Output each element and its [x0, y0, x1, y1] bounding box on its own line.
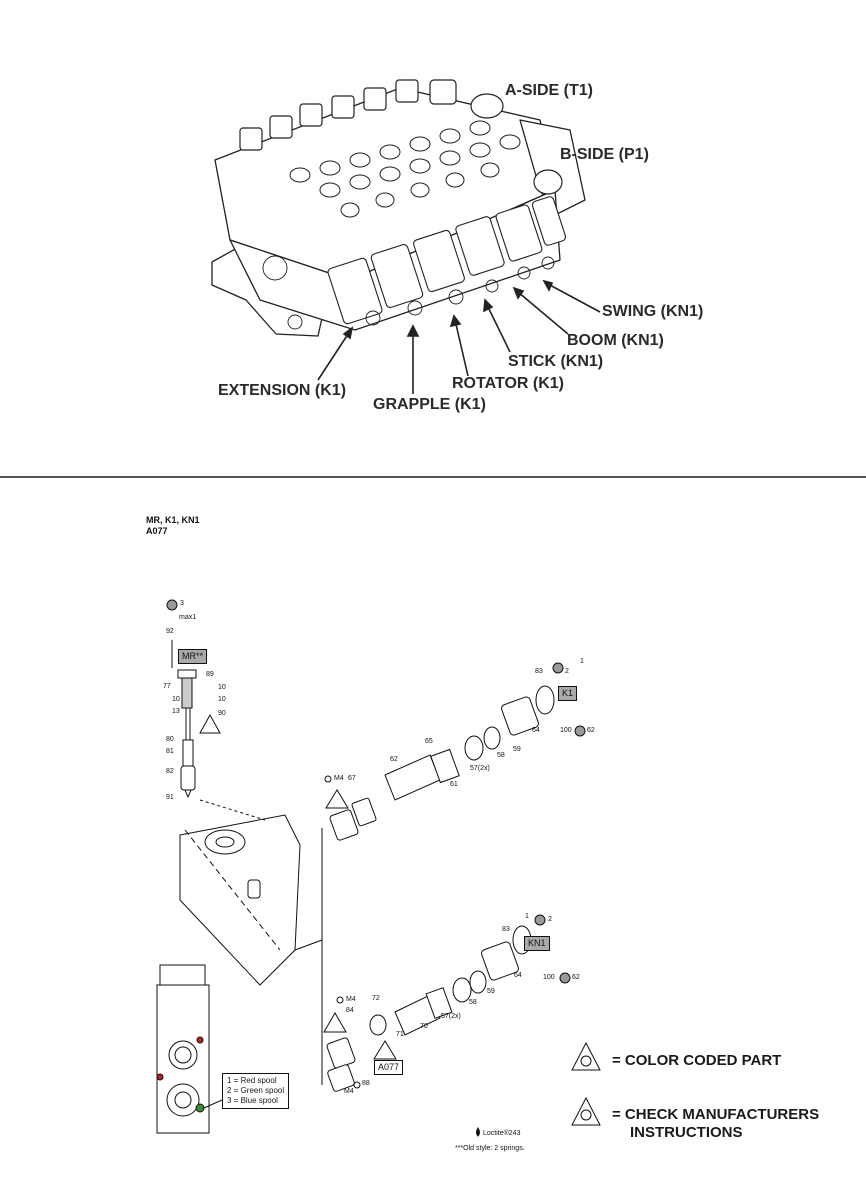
- part-1-upper: 1: [580, 658, 584, 665]
- part-59-upper: 59: [513, 746, 521, 753]
- header-line2: A077: [146, 526, 168, 536]
- part-2-lower: 2: [548, 916, 552, 923]
- relief-cartridge: [269, 115, 293, 139]
- part-61: 61: [450, 781, 458, 788]
- legend-check-line1: = CHECK MANUFACTURERS: [612, 1106, 820, 1123]
- relief-cartridge: [299, 103, 323, 127]
- label-boom: BOOM (KN1): [567, 332, 664, 349]
- part-10a: 10: [218, 684, 226, 691]
- part-81: 81: [166, 748, 174, 755]
- part-59-lower: 59: [487, 988, 495, 995]
- part-89: 89: [206, 671, 214, 678]
- part-100-upper: 100: [560, 727, 572, 734]
- part-2-upper: 2: [565, 668, 569, 675]
- valve-block-drawing: [211, 79, 601, 394]
- relief-cartridge: [239, 127, 263, 151]
- old-style-note: ***Old style: 2 springs.: [455, 1145, 525, 1152]
- label-stick: STICK (KN1): [508, 353, 604, 370]
- part-83-lower: 83: [502, 926, 510, 933]
- part-10c: 10: [218, 696, 226, 703]
- mr-box: MR**: [178, 649, 208, 664]
- label-b-side: B-SIDE (P1): [560, 146, 649, 163]
- spool-key-red: 1 = Red spool: [227, 1076, 277, 1085]
- part-57-upper: 57(2x): [470, 765, 490, 772]
- header-line1: MR, K1, KN1: [146, 515, 200, 525]
- part-58-lower: 58: [469, 999, 477, 1006]
- k1-box: K1: [558, 686, 578, 701]
- part-1-lower: 1: [525, 913, 529, 920]
- section-divider: [0, 476, 866, 478]
- part-82: 82: [166, 768, 174, 775]
- legend-check-manufacturers: = CHECK MANUFACTURERS INSTRUCTIONS: [612, 1106, 819, 1142]
- relief-cartridge: [331, 95, 355, 119]
- loctite-note: Loctite®243: [483, 1130, 521, 1137]
- part-77: 77: [163, 683, 171, 690]
- kn1-box: KN1: [524, 936, 550, 951]
- part-m4-mid: M4: [346, 996, 356, 1003]
- part-88: 88: [362, 1080, 370, 1087]
- part-71: 71: [396, 1031, 404, 1038]
- legend-color-coded: = COLOR CODED PART: [612, 1052, 782, 1069]
- label-extension: EXTENSION (K1): [218, 382, 347, 399]
- port-b: [533, 169, 563, 195]
- part-83-upper: 83: [535, 668, 543, 675]
- part-max1: max1: [179, 614, 197, 621]
- label-swing: SWING (KN1): [602, 303, 704, 320]
- part-67: 67: [348, 775, 356, 782]
- part-65: 65: [425, 738, 433, 745]
- label-rotator: ROTATOR (K1): [452, 375, 564, 392]
- part-3: 3: [180, 600, 184, 607]
- part-62: 62: [390, 756, 398, 763]
- part-m4-upper: M4: [334, 775, 344, 782]
- part-62-lower-right: 62: [572, 974, 580, 981]
- part-100-lower: 100: [543, 974, 555, 981]
- part-80: 80: [166, 736, 174, 743]
- part-90: 90: [218, 710, 226, 717]
- part-91: 91: [166, 794, 174, 801]
- part-13: 13: [172, 708, 180, 715]
- part-72: 72: [372, 995, 380, 1002]
- label-grapple: GRAPPLE (K1): [373, 396, 486, 413]
- part-64-lower: 64: [514, 972, 522, 979]
- part-m4-lower: M4: [344, 1088, 354, 1095]
- relief-cartridge: [363, 87, 387, 111]
- relief-cartridge: [395, 79, 419, 103]
- part-84: 84: [346, 1007, 354, 1014]
- legend-check-line2: INSTRUCTIONS: [630, 1124, 743, 1141]
- port-a: [470, 93, 504, 119]
- part-64-upper: 64: [532, 727, 540, 734]
- part-70: 70: [420, 1023, 428, 1030]
- diagram-header: MR, K1, KN1 A077: [146, 515, 200, 537]
- part-57-lower: 57(2x): [441, 1013, 461, 1020]
- spool-key-blue: 3 = Blue spool: [227, 1096, 278, 1105]
- relief-cartridge: [429, 79, 457, 105]
- spool-key-green: 2 = Green spool: [227, 1086, 285, 1095]
- part-58-upper: 58: [497, 752, 505, 759]
- spool-color-key: 1 = Red spool 2 = Green spool 3 = Blue s…: [222, 1073, 290, 1109]
- part-92: 92: [166, 628, 174, 635]
- part-62-upper-right: 62: [587, 727, 595, 734]
- label-a-side: A-SIDE (T1): [505, 82, 593, 99]
- part-10b: 10: [172, 696, 180, 703]
- a077-box: A077: [374, 1060, 404, 1075]
